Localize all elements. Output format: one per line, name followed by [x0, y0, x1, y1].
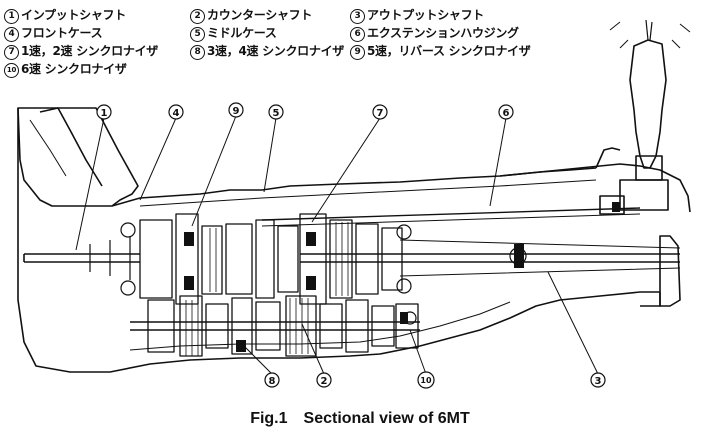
- legend-number-2: 2: [190, 9, 205, 24]
- legend-number-8: 8: [190, 45, 205, 60]
- callout-10: 10: [420, 376, 432, 385]
- legend-text-8: 3速，4速 シンクロナイザ: [207, 44, 344, 58]
- legend-number-5: 5: [190, 27, 205, 42]
- transmission-section-drawing: 1 4 9 5 7 6 8 2 10 3: [17, 19, 691, 389]
- legend-text-3: アウトプットシャフト: [367, 8, 485, 22]
- output-shaft: [300, 253, 680, 263]
- legend-text-10: 6速 シンクロナイザ: [21, 62, 127, 76]
- legend-text-9: 5速，リバース シンクロナイザ: [367, 44, 531, 58]
- callout-6: 6: [503, 108, 510, 119]
- legend-number-10: 10: [4, 63, 19, 78]
- figure-caption: Fig.1 Sectional view of 6MT: [250, 410, 470, 427]
- legend-number-1: 1: [4, 9, 19, 24]
- legend-text-5: ミドルケース: [207, 26, 277, 40]
- callout-2: 2: [321, 376, 328, 387]
- callout-5: 5: [273, 108, 280, 119]
- legend-number-7: 7: [4, 45, 19, 60]
- extension-housing-outline: [499, 163, 691, 213]
- callout-7: 7: [377, 108, 384, 119]
- legend-text-4: フロントケース: [21, 26, 103, 40]
- legend-text-7: 1速，2速 シンクロナイザ: [21, 44, 158, 58]
- legend-number-4: 4: [4, 27, 19, 42]
- callout-3: 3: [595, 376, 602, 387]
- legend-number-6: 6: [350, 27, 365, 42]
- legend-number-9: 9: [350, 45, 365, 60]
- callout-8: 8: [269, 376, 276, 387]
- front-case-outline: [17, 107, 139, 207]
- legend-text-6: エクステンションハウジング: [367, 26, 519, 40]
- callout-4: 4: [173, 108, 180, 119]
- legend-text-1: インプットシャフト: [21, 8, 126, 22]
- input-shaft: [23, 253, 140, 263]
- callout-1: 1: [101, 108, 108, 119]
- legend-text-2: カウンターシャフト: [207, 8, 313, 22]
- callout-9: 9: [233, 106, 240, 117]
- legend-number-3: 3: [350, 9, 365, 24]
- shift-lever: [629, 39, 667, 169]
